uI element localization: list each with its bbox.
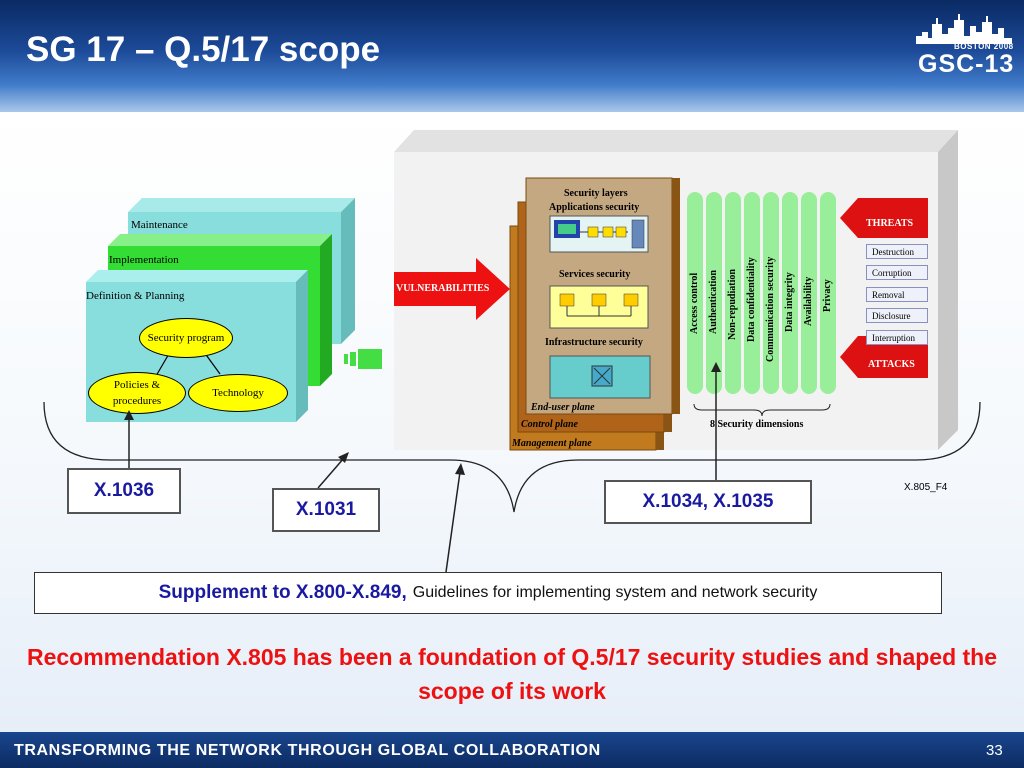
implementation-label: Implementation — [109, 254, 179, 266]
dimension-column-data-integrity — [782, 192, 798, 394]
threat-interruption: Interruption — [866, 330, 928, 345]
management-plane-label: Management plane — [512, 438, 592, 449]
x805-statement: Recommendation X.805 has been a foundati… — [0, 640, 1024, 708]
x1036-ref: X.1036 — [67, 468, 181, 514]
threat-corruption: Corruption — [866, 265, 928, 280]
slide-title: SG 17 – Q.5/17 scope — [26, 30, 381, 69]
vulnerabilities-arrow-icon — [394, 258, 510, 320]
technology-ellipse: Technology — [188, 374, 288, 412]
threats-attacks-arrows — [840, 198, 928, 378]
attacks-label: ATTACKS — [868, 359, 915, 370]
dimensions-brace — [693, 403, 831, 417]
dimension-column-access-control — [687, 192, 703, 394]
figure-ref-label: X.805_F4 — [904, 482, 948, 493]
threat-destruction: Destruction — [866, 244, 928, 259]
page-number: 33 — [986, 742, 1003, 759]
supplement-box: Supplement to X.800-X.849, Guidelines fo… — [34, 572, 942, 614]
threat-removal: Removal — [866, 287, 928, 302]
control-plane-label: Control plane — [521, 419, 578, 430]
statement-text: Recommendation X.805 has been a foundati… — [26, 644, 998, 704]
boston-skyline-icon — [916, 14, 1012, 44]
dimension-column-non-repudiation — [725, 192, 741, 394]
slide-header — [0, 0, 1024, 112]
applications-security-label: Applications security — [549, 202, 640, 213]
infrastructure-security-label: Infrastructure security — [545, 337, 643, 348]
logo-name: GSC-13 — [918, 50, 1015, 78]
policies-procedures-ellipse: Policies & procedures — [88, 372, 186, 414]
security-program-ellipse: Security program — [139, 318, 233, 358]
threats-label: THREATS — [866, 218, 914, 229]
definition-planning-label: Definition & Planning — [86, 290, 185, 302]
x1034-x1035-ref: X.1034, X.1035 — [604, 480, 812, 524]
dimension-column-availability — [801, 192, 817, 394]
maintenance-label: Maintenance — [131, 219, 188, 231]
dimension-column-communication-security — [763, 192, 779, 394]
footer-tagline: TRANSFORMING THE NETWORK THROUGH GLOBAL … — [14, 742, 601, 759]
services-security-label: Services security — [559, 269, 631, 280]
dimension-column-data-confidentiality — [744, 192, 760, 394]
security-layers-heading: Security layers — [564, 188, 628, 199]
supplement-description: Guidelines for implementing system and n… — [412, 584, 818, 601]
x1031-ref: X.1031 — [272, 488, 380, 532]
gsc13-logo: BOSTON 2008 GSC-13 — [912, 6, 1016, 78]
dimensions-caption: 8 Security dimensions — [710, 419, 804, 430]
dimension-column-authentication — [706, 192, 722, 394]
logo-year: BOSTON 2008 — [954, 42, 1014, 51]
slide-footer — [0, 732, 1024, 768]
threat-disclosure: Disclosure — [866, 308, 928, 323]
supplement-title: Supplement to X.800-X.849, — [158, 582, 407, 603]
green-left-arrow-icon — [344, 349, 382, 369]
vulnerabilities-label: VULNERABILITIES — [396, 283, 490, 294]
end-user-plane-label: End-user plane — [531, 402, 595, 413]
dimension-column-privacy — [820, 192, 836, 394]
security-planes — [509, 177, 680, 451]
